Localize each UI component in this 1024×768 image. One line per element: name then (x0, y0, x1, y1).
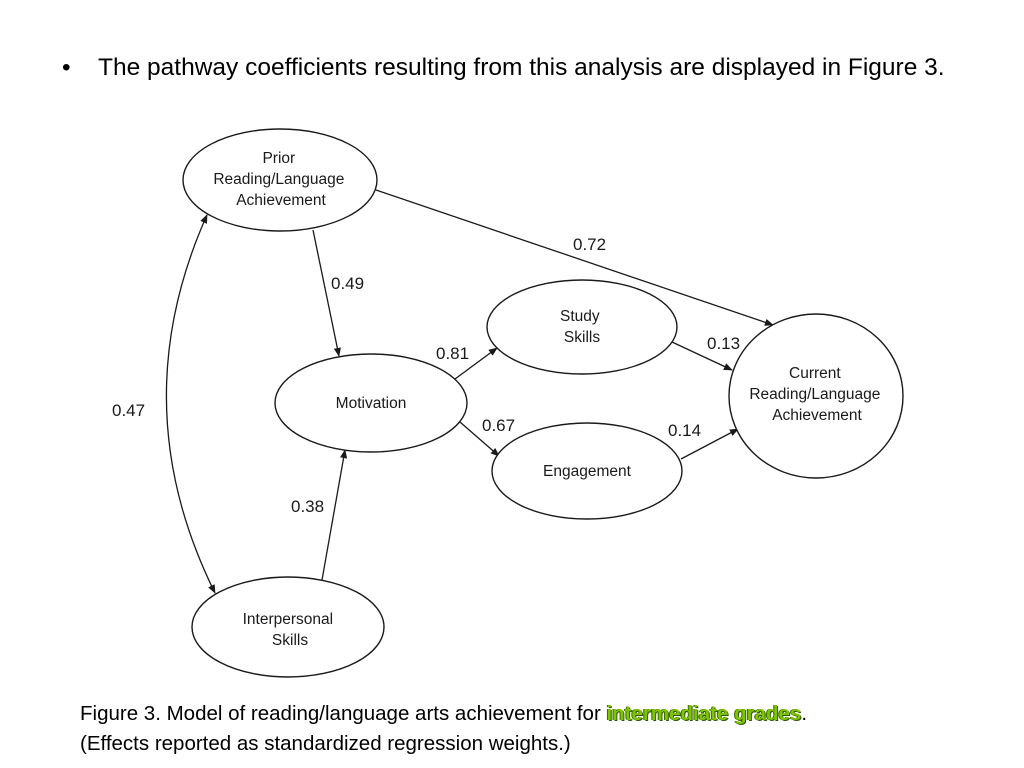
edge-engagement-to-current (680, 428, 739, 460)
node-current-achievement: Current Reading/Language Achievement (728, 313, 904, 479)
node-interpersonal-skills: Interpersonal Skills (191, 576, 385, 678)
coef-interpersonal-to-motivation: 0.38 (291, 497, 324, 516)
caption-line-1: Figure 3. Model of reading/language arts… (80, 699, 1010, 729)
svg-text:Motivation: Motivation (336, 395, 407, 412)
bullet-text: The pathway coefficients resulting from … (98, 54, 945, 81)
node-study-skills: Study Skills (486, 279, 678, 375)
node-label-line: Achievement (236, 192, 326, 209)
edge-interpersonal-to-motivation (321, 449, 348, 581)
coef-study-to-current: 0.13 (707, 334, 740, 353)
node-motivation: Motivation (274, 353, 468, 453)
diagram-edges (165, 189, 774, 594)
figure-caption: Figure 3. Model of reading/language arts… (80, 699, 1010, 759)
node-label-line: Current (789, 365, 841, 382)
node-label-line: Interpersonal (243, 611, 333, 628)
caption-prefix: Figure 3. Model of reading/language arts… (80, 702, 607, 725)
node-engagement: Engagement (491, 422, 683, 520)
node-prior-achievement: Prior Reading/Language Achievement (182, 128, 378, 232)
bullet-point: • The pathway coefficients resulting fro… (62, 52, 992, 84)
edge-motivation-to-engagement (459, 421, 500, 457)
coef-prior-interpersonal: 0.47 (112, 401, 145, 420)
node-label-line: Reading/Language (213, 171, 344, 188)
node-label-line: Skills (564, 329, 600, 346)
caption-highlight: intermediate grades (606, 702, 802, 725)
node-label-line: Skills (272, 632, 308, 649)
coefficient-labels: 0.72 0.49 0.47 0.81 0.67 0.13 0.14 0.38 (112, 235, 740, 516)
coef-engagement-to-current: 0.14 (668, 421, 701, 440)
svg-text:Current Reading/Language: Current Reading/Language Achievement (749, 365, 884, 424)
coef-motivation-to-study: 0.81 (436, 344, 469, 363)
edge-prior-interpersonal (165, 214, 216, 594)
bullet-icon: • (62, 54, 71, 81)
coef-motivation-to-engagement: 0.67 (482, 416, 515, 435)
coef-prior-to-current: 0.72 (573, 235, 606, 254)
node-label-line: Reading/Language (749, 386, 880, 403)
caption-suffix: . (801, 702, 808, 725)
edge-motivation-to-study (454, 347, 498, 380)
node-label-line: Motivation (336, 395, 407, 412)
svg-text:Interpersonal Skills: Interpersonal Skills (243, 611, 338, 649)
node-label-line: Prior (262, 150, 295, 167)
caption-line-2: (Effects reported as standardized regres… (80, 732, 571, 755)
svg-text:Study Skills: Study Skills (560, 308, 604, 346)
node-label-line: Engagement (543, 463, 632, 480)
node-label-line: Study (560, 308, 600, 325)
edge-prior-to-motivation (312, 229, 341, 357)
svg-text:Engagement: Engagement (543, 463, 632, 480)
svg-text:Prior Reading/Language: Prior Reading/Language Achievement (213, 150, 348, 209)
coef-prior-to-motivation: 0.49 (331, 274, 364, 293)
node-label-line: Achievement (772, 407, 862, 424)
edge-study-to-current (671, 341, 733, 371)
edge-prior-to-current (375, 189, 774, 326)
